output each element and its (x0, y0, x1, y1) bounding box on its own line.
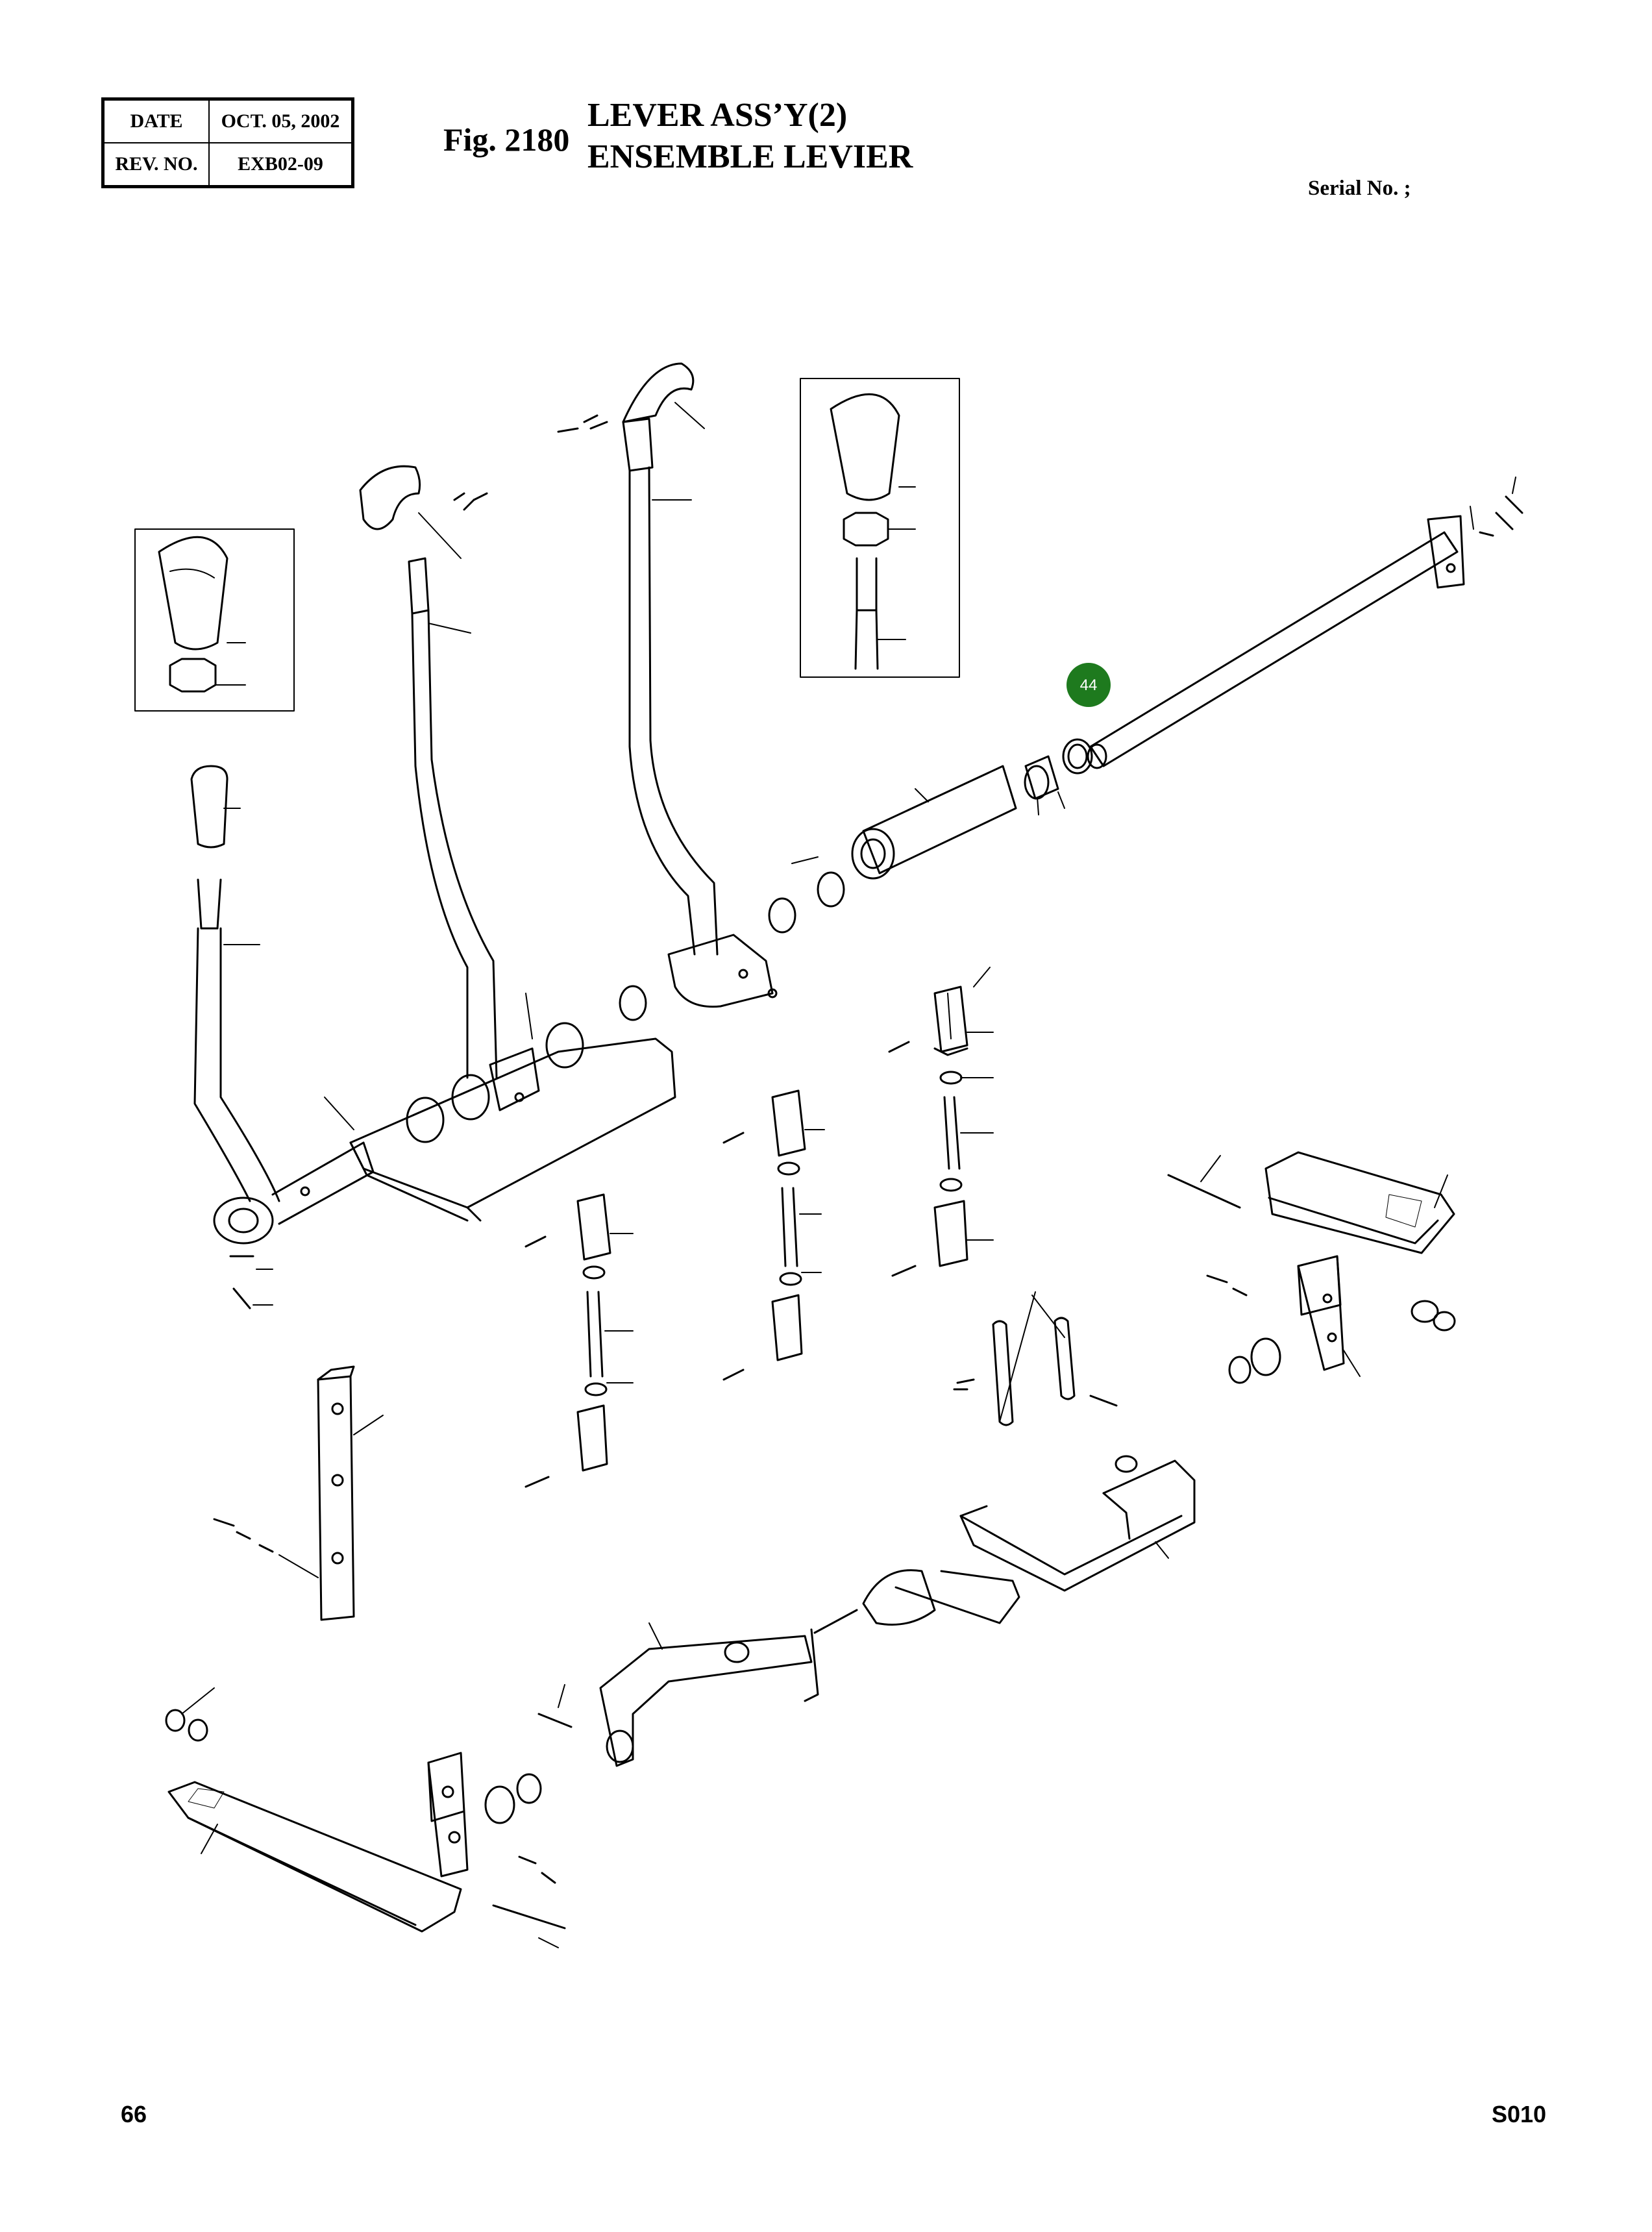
cross-shaft (1087, 477, 1523, 769)
shaft-bushings (619, 738, 1093, 1021)
rev-value: EXB02-09 (208, 142, 354, 188)
pedal-right (1167, 1151, 1456, 1384)
mid-lever (359, 465, 498, 1079)
lever-frame (324, 993, 676, 1222)
date-value: OCT. 05, 2002 (208, 98, 354, 143)
rear-frame (953, 1291, 1196, 1592)
figure-number: Fig. 2180 (443, 121, 570, 158)
knob-inset-right (800, 378, 960, 678)
revision-table: DATE OCT. 05, 2002 REV. NO. EXB02-09 (101, 97, 354, 188)
clevis-upper-right (888, 967, 994, 1277)
serial-number-label: Serial No. ; (1308, 177, 1411, 200)
clevis-left (524, 1193, 634, 1488)
page-number: 66 (121, 2101, 147, 2127)
page-code: S010 (1492, 2101, 1547, 2127)
figure-title-english: LEVER ASS’Y(2) (587, 97, 848, 134)
callout-44[interactable]: 44 (1066, 663, 1111, 707)
knob-inset-left (134, 528, 295, 712)
clevis-center (722, 1089, 825, 1381)
shift-lever-left (190, 765, 375, 1309)
mounting-bar (213, 1365, 384, 1621)
rev-label: REV. NO. (102, 142, 210, 188)
date-label: DATE (102, 98, 210, 143)
pedal-left (165, 1687, 566, 1948)
callout-44-label: 44 (1080, 676, 1098, 694)
tall-lever (557, 362, 778, 1008)
figure-title-french: ENSEMBLE LEVIER (587, 138, 913, 175)
lower-crank (537, 1569, 1020, 1767)
